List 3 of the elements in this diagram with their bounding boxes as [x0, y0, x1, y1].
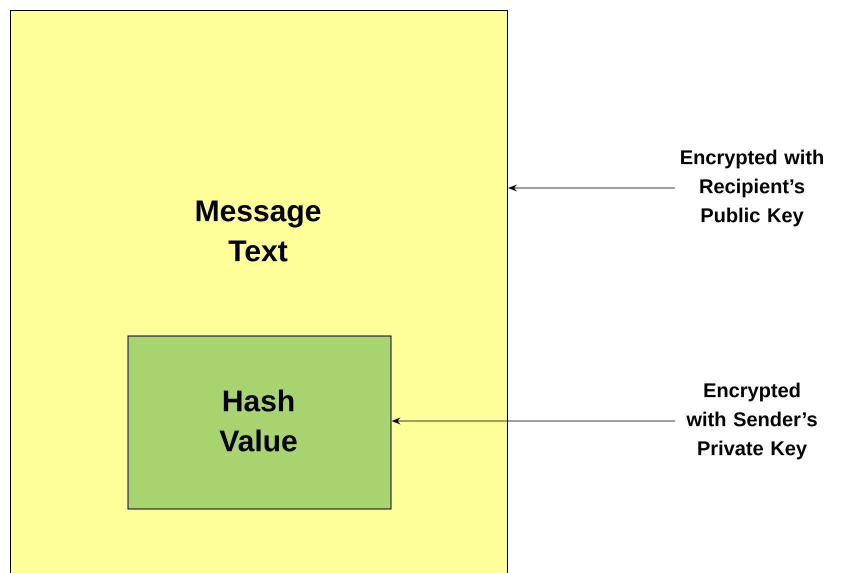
annotation-text: Encrypted with Sender’s Private Key [686, 382, 817, 460]
hash-box: Hash Value [128, 336, 392, 510]
annotation-text: Encrypted with Recipient’s Public Key [681, 150, 823, 226]
